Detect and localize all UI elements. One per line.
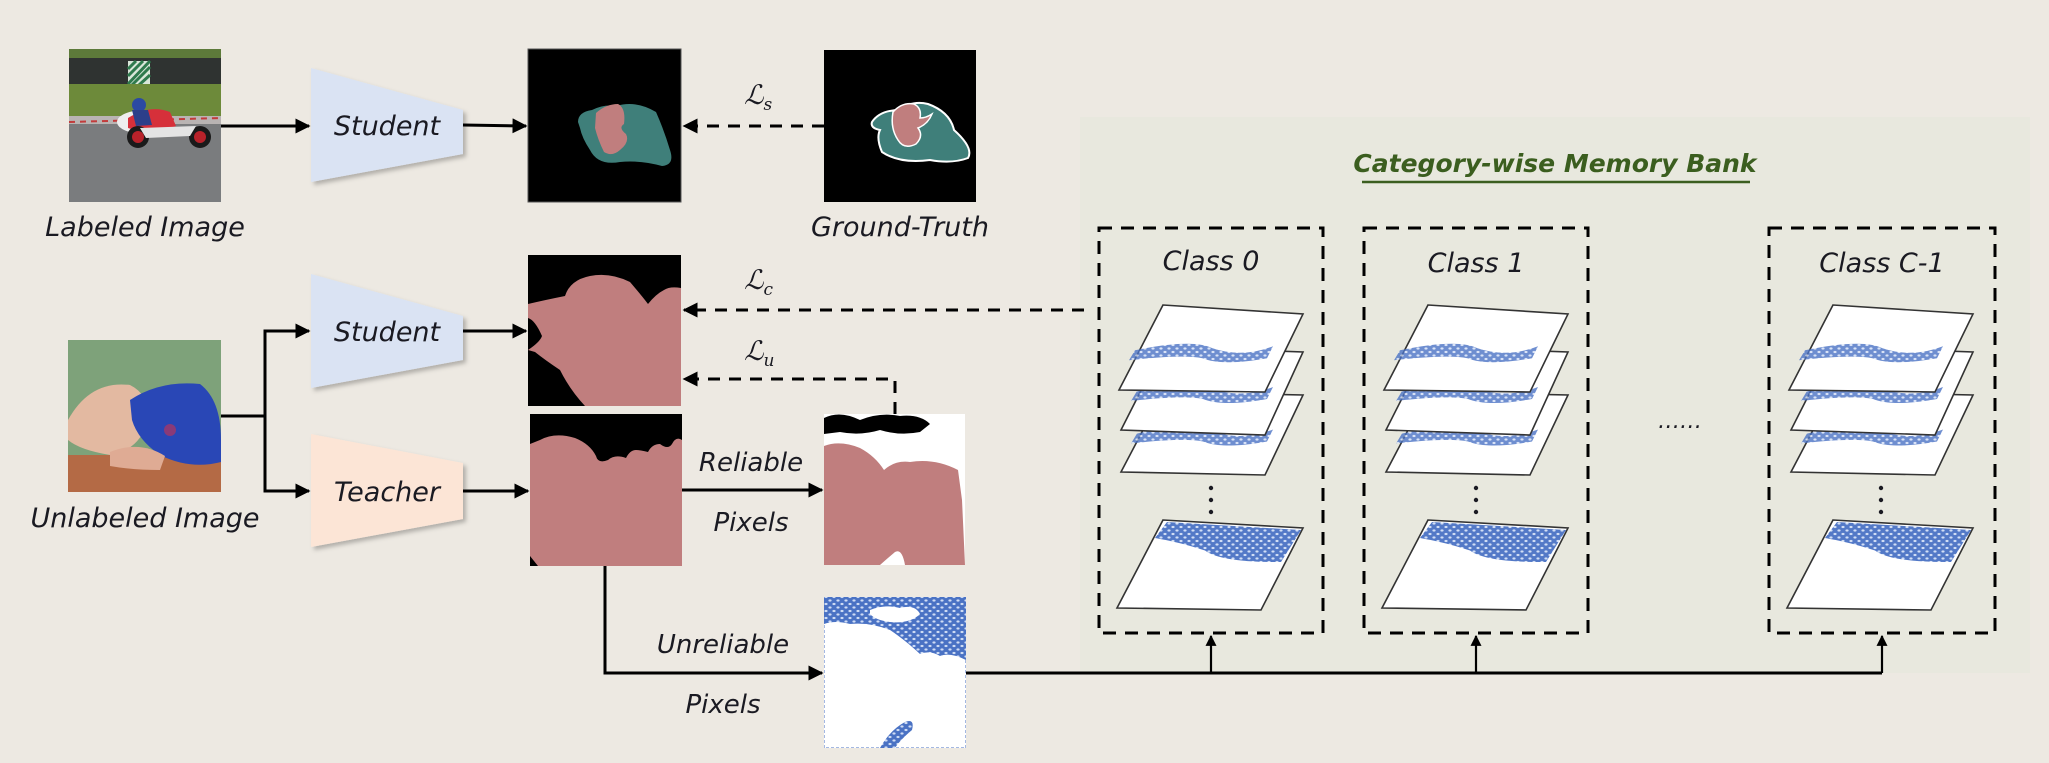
stack-ellipsis-dot <box>1473 497 1479 503</box>
stack-ellipsis-dot <box>1878 485 1884 491</box>
loss-s-label: ℒs <box>744 80 772 115</box>
ground-truth-caption: Ground-Truth <box>811 212 989 243</box>
stack-ellipsis-dot <box>1878 497 1884 503</box>
stack-ellipsis-dot <box>1473 485 1479 491</box>
student-label-unlabeled: Student <box>334 317 442 348</box>
unreliable-pixels-mask <box>824 597 966 748</box>
feature-blob <box>1129 343 1273 363</box>
feature-stack-class-0 <box>1115 304 1305 611</box>
unlabeled-image-caption: Unlabeled Image <box>30 503 259 534</box>
feature-blob <box>1394 343 1538 363</box>
labeled-image-caption: Labeled Image <box>45 212 245 243</box>
class-box-0: Class 0 <box>1097 226 1325 635</box>
between-classes-ellipsis: …… <box>1658 409 1702 434</box>
reliable-pixels-mask <box>824 414 965 565</box>
arrow-to-teacher <box>263 416 311 499</box>
class-1-label: Class 1 <box>1428 248 1525 279</box>
loss-u-dashed-arrow <box>682 371 897 414</box>
unreliable-label-line1: Unreliable <box>657 630 789 660</box>
stack-ellipsis-dot <box>1208 485 1214 491</box>
loss-u-label: ℒu <box>744 336 774 371</box>
labeled-image <box>68 49 222 202</box>
stack-ellipsis-dot <box>1208 509 1214 515</box>
arrow-to-student-unlabeled <box>263 323 311 416</box>
class-box-c-1: Class C-1 <box>1767 226 1997 635</box>
teacher-label: Teacher <box>334 477 442 508</box>
student-prediction-mask <box>528 255 681 406</box>
feature-blob <box>1825 522 1971 563</box>
arrow-student-to-prediction-labeled <box>462 118 528 134</box>
arrow-unreliable-pixels <box>603 566 824 681</box>
reliable-label-line1: Reliable <box>699 448 803 478</box>
ground-truth-mask <box>824 50 976 202</box>
stack-ellipsis-dot <box>1473 509 1479 515</box>
class-box-1: Class 1 <box>1362 226 1590 635</box>
loss-c-label: ℒc <box>744 265 773 300</box>
labeled-prediction-mask <box>527 48 682 203</box>
student-network-unlabeled <box>311 274 463 388</box>
feature-blob <box>1420 522 1566 563</box>
feature-stack-class-1 <box>1380 304 1570 611</box>
memory-bank-title: Category-wise Memory Bank <box>1353 149 1758 178</box>
student-label-labeled: Student <box>334 111 442 142</box>
feature-stack-class-c-1 <box>1785 304 1975 611</box>
feature-blob <box>1799 343 1943 363</box>
unlabeled-image <box>68 340 221 492</box>
teacher-prediction-mask <box>530 414 682 566</box>
stack-ellipsis-dot <box>1878 509 1884 515</box>
reliable-label-line2: Pixels <box>713 508 788 538</box>
unreliable-label-line2: Pixels <box>685 690 760 720</box>
stack-ellipsis-dot <box>1208 497 1214 503</box>
class-c-1-label: Class C-1 <box>1819 248 1944 279</box>
student-network-labeled <box>311 68 463 182</box>
class-0-label: Class 0 <box>1163 246 1260 277</box>
teacher-network <box>311 434 463 547</box>
feature-blob <box>1155 522 1301 563</box>
